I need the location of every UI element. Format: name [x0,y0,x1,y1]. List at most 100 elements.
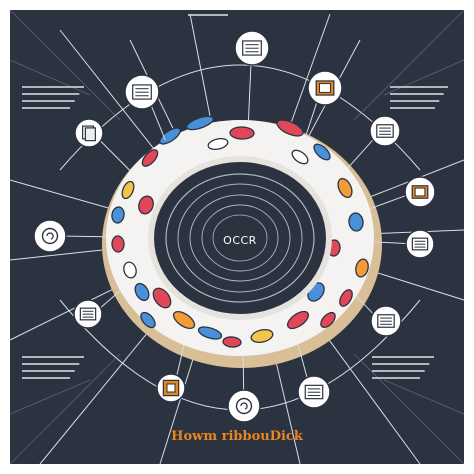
files-icon [82,125,96,142]
node-n5 [347,115,401,169]
text-line [188,14,228,16]
node-connector [65,235,107,238]
text-line [390,93,444,95]
text-line [22,100,75,102]
node-n9 [73,290,121,329]
text-line [390,107,435,109]
sprinkle [152,287,172,309]
spoke-line [363,267,465,301]
node-n6 [33,219,107,253]
sprinkle [337,177,353,199]
frame-lines [9,9,465,465]
node-circle [33,219,67,253]
text-block-bottom-right [372,356,434,379]
text-line [372,363,430,365]
node-n7 [369,176,436,210]
text-blocks [22,14,448,379]
text-line [22,93,80,95]
spoke-line [272,348,301,465]
spoke-line [9,283,124,341]
sprinkle [286,310,310,330]
sprinkle [121,180,135,200]
spoke-line [9,179,117,211]
sprinkle [140,311,156,329]
node-circle [227,389,261,423]
sprinkle [197,326,223,340]
node-connector [297,344,308,378]
sprinkle [291,149,309,165]
circle-icon [235,397,253,415]
text-line [372,370,425,372]
node-connector [369,195,406,210]
document-icon [242,40,262,56]
arc-line [59,64,421,171]
spoke-line [319,326,421,465]
center-label: OCCR [223,234,257,247]
document-icon [411,237,429,251]
node-connector [247,64,252,121]
hole-ring [165,173,315,303]
sprinkle [276,119,304,137]
sprinkle [339,289,353,307]
text-line [22,356,84,358]
spoke-line [9,248,113,261]
document-icon [304,384,324,400]
donut: OCCR [102,115,382,368]
sprinkle [320,311,336,329]
sprinkle [313,143,331,161]
document-icon [79,307,97,321]
sprinkle [141,149,159,167]
text-block-bottom-left [22,356,84,379]
node-n4 [74,118,131,171]
sprinkle [111,235,125,253]
node-connector [347,139,374,169]
document-icon [377,314,395,328]
node-connector [176,345,185,376]
node-n8 [373,229,435,259]
node-n11 [156,345,186,403]
sprinkle [123,261,137,279]
sprinkles [111,115,369,348]
folder-icon [315,80,335,96]
text-line [372,377,421,379]
text-block-top-left [22,86,84,109]
hole-rings [165,173,315,303]
sprinkle [172,310,196,330]
sprinkle [138,195,154,215]
document-icon [376,124,394,138]
spoke-line [287,13,331,133]
sprinkle [134,282,150,302]
hole-ring [189,194,291,282]
donut-hole [154,162,326,314]
sprinkle [348,212,364,232]
spoke-line [39,323,156,465]
footer-title: Howm ribbouDick [171,429,304,444]
node-connector [100,290,121,309]
hole-ring [201,204,279,272]
node-n13 [297,344,331,409]
node-connector [356,295,374,314]
box-icon [162,379,180,397]
text-block-top-center [188,14,228,16]
node-connector [100,140,131,171]
folder-icon [411,185,429,199]
spoke-line [59,29,157,153]
sprinkle [222,336,242,348]
node-n3 [305,70,343,136]
text-line [22,86,84,88]
sprinkle [111,206,125,224]
node-n1 [234,30,270,121]
text-line [22,377,71,379]
spoke-line [159,345,198,465]
text-block-top-right [390,86,448,109]
text-line [22,363,80,365]
sprinkle [186,115,214,131]
node-connector [373,241,407,245]
document-icon [132,84,152,100]
text-line [372,356,434,358]
hole-ring [212,214,268,262]
text-line [22,107,71,109]
sprinkle [229,126,255,140]
sprinkle [355,258,369,278]
